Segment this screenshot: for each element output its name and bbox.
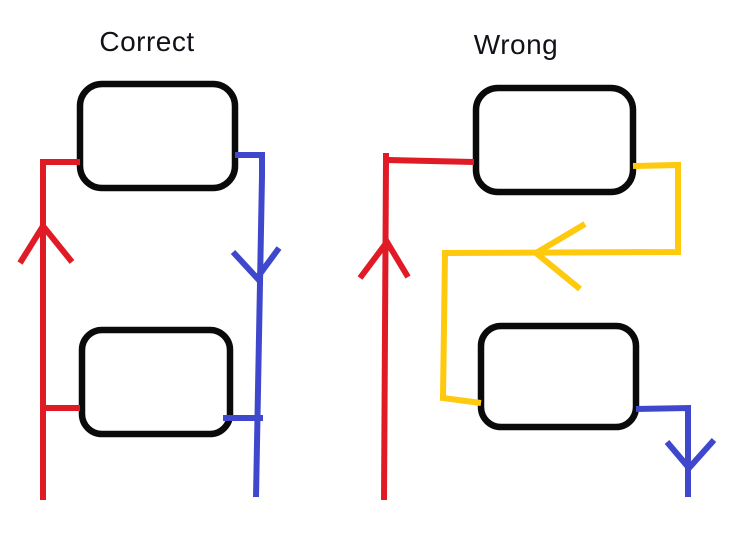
wrong-red-up-arrowhead <box>357 236 411 280</box>
wrong-yellow-loop-line <box>439 161 681 406</box>
wrong-red-upward-line <box>381 156 475 501</box>
correct-red-up-arrowhead <box>17 220 75 265</box>
wrong-diagram-title: Wrong <box>473 29 559 60</box>
correct-blue-downward-line <box>235 152 265 498</box>
wrong-yellow-left-arrowhead <box>530 221 587 292</box>
wrong-blue-down-arrowhead <box>664 438 717 473</box>
correct-bottom-box <box>78 326 234 438</box>
correct-blue-down-arrowhead <box>230 246 282 283</box>
wrong-bottom-box <box>477 322 640 431</box>
correct-red-upward-line <box>40 159 80 500</box>
correct-diagram-title: Correct <box>99 26 195 57</box>
wrong-top-box <box>472 84 637 196</box>
correct-top-box <box>76 80 239 192</box>
wrong-blue-downward-line <box>635 404 691 497</box>
